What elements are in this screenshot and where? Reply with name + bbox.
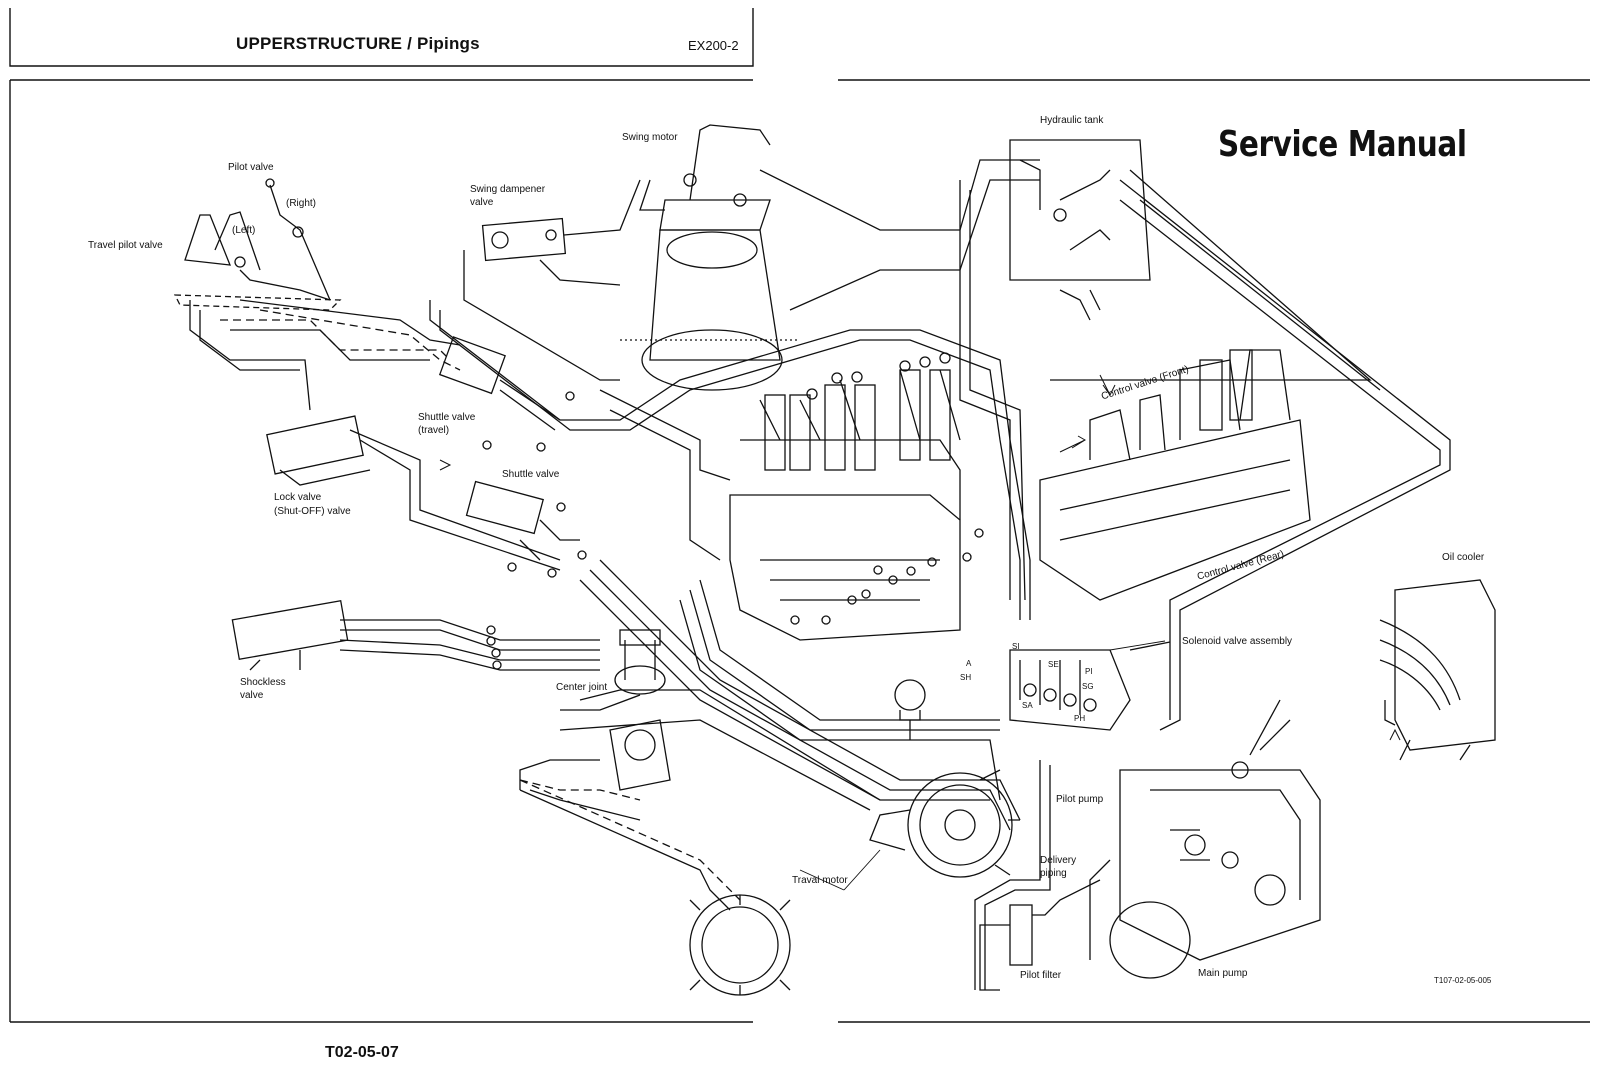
label-travel-pilot-valve: Travel pilot valve (88, 240, 163, 251)
main-pump-assembly (1089, 699, 1321, 979)
label-right: (Right) (286, 198, 317, 209)
label-swing-dampener-1: Swing dampener (470, 184, 546, 195)
center-joint (560, 629, 666, 711)
label-pilot-filter: Pilot filter (1020, 970, 1062, 981)
swing-motor (620, 124, 800, 391)
hydraulic-tank (1009, 139, 1151, 321)
label-shockless-1: Shockless (240, 677, 286, 688)
oil-cooler (1379, 579, 1496, 761)
page-title: UPPERSTRUCTURE / Pipings (236, 34, 480, 53)
sprocket-left (689, 894, 791, 996)
label-oil-cooler: Oil cooler (1442, 552, 1485, 563)
control-valve-center (729, 352, 984, 641)
label-hydraulic-tank: Hydraulic tank (1040, 115, 1104, 126)
port-si: SI (1012, 642, 1020, 651)
label-shuttle-valve-travel-1: Shuttle valve (418, 412, 476, 423)
shuttle-valve (465, 480, 587, 578)
figure-reference: T107-02-05-005 (1434, 976, 1492, 985)
port-sg: SG (1082, 682, 1094, 691)
label-left: (Left) (232, 225, 256, 236)
label-delivery-piping-1: Delivery (1040, 855, 1077, 866)
control-valve-right (1039, 349, 1311, 601)
lock-valve (266, 415, 561, 571)
accumulator (894, 679, 926, 740)
page-frame-left (9, 8, 754, 67)
shockless-valve (231, 600, 600, 671)
service-manual-watermark: Service Manual (1218, 124, 1467, 165)
port-se: SE (1048, 660, 1059, 669)
swing-dampener-valve (463, 179, 641, 381)
shuttle-valve-travel (438, 336, 575, 452)
port-sh: SH (960, 673, 972, 682)
pilot-valve-group (173, 178, 342, 311)
travel-motor-center (869, 769, 1020, 878)
page-frame-right (9, 79, 1590, 1023)
label-shockless-2: valve (240, 690, 264, 701)
label-delivery-piping-2: piping (1040, 868, 1067, 879)
label-shuttle-valve: Shuttle valve (502, 469, 560, 480)
label-swing-dampener-2: valve (470, 197, 494, 208)
port-a: A (966, 659, 972, 668)
page-code: T02-05-07 (325, 1044, 399, 1061)
travel-motor-left (519, 719, 671, 821)
label-swing-motor: Swing motor (622, 132, 678, 143)
label-main-pump: Main pump (1198, 968, 1248, 979)
port-pi: PI (1085, 667, 1093, 676)
pilot-filter (979, 879, 1101, 991)
label-shuttle-valve-travel-2: (travel) (418, 425, 450, 436)
label-pilot-valve: Pilot valve (228, 162, 274, 173)
label-lock-valve-1: Lock valve (274, 492, 322, 503)
model-code: EX200-2 (688, 38, 739, 53)
label-pilot-pump: Pilot pump (1056, 794, 1104, 805)
label-center-joint: Center joint (556, 682, 608, 693)
label-travel-motor: Traval motor (792, 875, 848, 886)
port-sa: SA (1022, 701, 1033, 710)
solenoid-valve-assembly (1009, 641, 1171, 731)
label-lock-valve-2: (Shut-OFF) valve (274, 506, 351, 517)
port-ph: PH (1074, 714, 1086, 723)
label-solenoid-valve-assembly: Solenoid valve assembly (1182, 636, 1293, 647)
